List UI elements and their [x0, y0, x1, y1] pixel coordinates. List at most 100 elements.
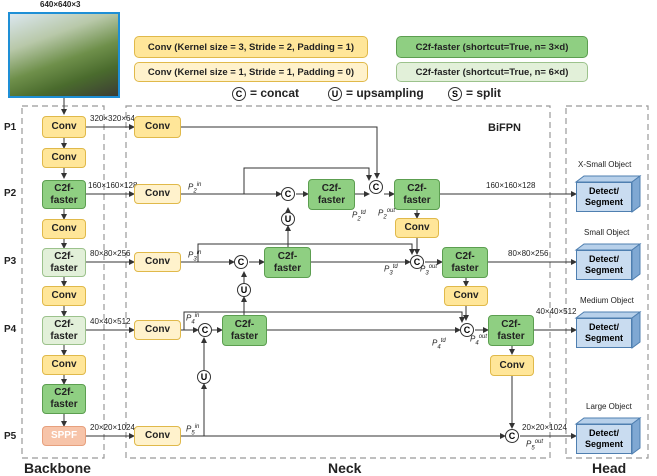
c2f-label-line2: faster: [50, 262, 78, 274]
input-image: [8, 12, 120, 98]
concat-node-p2td: C: [281, 187, 295, 201]
detect-label-line2: Segment: [584, 265, 623, 275]
dim-out-p5: 20×20×1024: [522, 423, 567, 432]
backbone-c2f-p3: C2f-faster: [42, 248, 86, 277]
pnode-p2out: P2out: [378, 208, 396, 221]
detect-label-line1: Detect/: [588, 186, 619, 196]
c2f-label-line2: faster: [273, 262, 302, 274]
backbone-conv-5: Conv: [42, 355, 86, 375]
level-label-p1: P1: [4, 122, 17, 133]
head-frame: [565, 105, 649, 459]
legend-concat-symbol: C: [232, 87, 246, 101]
c2f-label-line2: faster: [230, 330, 259, 342]
dim-p3: 80×80×256: [90, 249, 131, 258]
legend-split-text: = split: [466, 86, 502, 100]
pnode-p5out: P5out: [526, 439, 544, 452]
c2f-label-line2: faster: [50, 194, 78, 206]
concat-node-p3out: C: [410, 255, 424, 269]
head-title-large: Large Object: [586, 402, 632, 411]
neck-c2f-p2out: C2f-faster: [394, 179, 440, 210]
neck-c2f-p4td: C2f-faster: [222, 315, 267, 346]
detect-label-line1: Detect/: [588, 428, 619, 438]
pnode-p3td: P3td: [384, 264, 398, 277]
detect-segment-large: Detect/Segment: [576, 424, 632, 454]
dim-out-p4: 40×40×512: [536, 307, 577, 316]
detect-label-line2: Segment: [584, 439, 623, 449]
upsample-node-p5: U: [197, 370, 211, 384]
pnode-p5in: P5in: [186, 424, 200, 437]
head-title-medium: Medium Object: [580, 296, 634, 305]
neck-c2f-p3td: C2f-faster: [264, 247, 311, 278]
detect-segment-medium: Detect/Segment: [576, 318, 632, 348]
neck-conv-down-p3: Conv: [444, 286, 488, 306]
concat-node-p5out: C: [505, 429, 519, 443]
pnode-p4in: P4in: [186, 313, 200, 326]
legend-upsampling-symbol: U: [328, 87, 342, 101]
dim-out-p3: 80×80×256: [508, 249, 549, 258]
backbone-sppf: SPPF: [42, 426, 86, 446]
pnode-p3out: P3out: [420, 264, 438, 277]
head-boxes: [574, 175, 642, 455]
neck-conv-p5: Conv: [134, 426, 181, 446]
c2f-label-line1: C2f-: [321, 182, 342, 194]
backbone-c2f-p5: C2f-faster: [42, 384, 86, 414]
section-title-backbone: Backbone: [24, 460, 91, 476]
c2f-label-line2: faster: [50, 330, 78, 342]
c2f-label-line1: C2f-: [54, 387, 74, 398]
pnode-p2in: P2in: [188, 182, 202, 195]
backbone-conv-3: Conv: [42, 219, 86, 239]
c2f-label-line1: C2f-: [407, 182, 427, 194]
concat-node-p4td: C: [198, 323, 212, 337]
head-title-xsmall: X-Small Object: [578, 160, 632, 169]
c2f-label-line1: C2f-: [277, 250, 298, 262]
neck-conv-p2: Conv: [134, 184, 181, 204]
concat-node-p4out: C: [460, 323, 474, 337]
detect-label-line1: Detect/: [588, 322, 619, 332]
neck-conv-p1: Conv: [134, 116, 181, 138]
upsample-node-p4: U: [237, 283, 251, 297]
legend-conv-k3: Conv (Kernel size = 3, Stride = 2, Paddi…: [134, 36, 368, 58]
dim-p4: 40×40×512: [90, 317, 131, 326]
backbone-c2f-p4: C2f-faster: [42, 316, 86, 345]
c2f-label-line2: faster: [403, 194, 431, 206]
neck-c2f-p2td: C2f-faster: [308, 179, 355, 210]
neck-conv-p4: Conv: [134, 320, 181, 340]
neck-c2f-p3out: C2f-faster: [442, 247, 488, 278]
detect-label-line2: Segment: [584, 197, 623, 207]
dim-p1: 320×320×64: [90, 114, 135, 123]
legend-conv-k1: Conv (Kernel size = 1, Stride = 1, Paddi…: [134, 62, 368, 82]
backbone-c2f-p2: C2f-faster: [42, 180, 86, 209]
c2f-label-line2: faster: [451, 262, 479, 274]
detect-segment-small: Detect/Segment: [576, 250, 632, 280]
neck-frame: [125, 105, 551, 459]
section-title-head: Head: [592, 460, 627, 476]
dim-out-p2: 160×160×128: [486, 181, 536, 190]
dim-p2: 160×160×128: [88, 181, 138, 190]
c2f-label-line1: C2f-: [501, 318, 521, 330]
neck-conv-down-p4: Conv: [490, 355, 534, 376]
backbone-frame: [21, 105, 105, 459]
c2f-label-line1: C2f-: [54, 318, 74, 330]
concat-node-p2out: C: [369, 180, 383, 194]
section-title-neck: Neck: [328, 460, 362, 476]
pnode-p3in: P3in: [188, 250, 202, 263]
neck-conv-p3: Conv: [134, 252, 181, 272]
c2f-label-line2: faster: [317, 194, 346, 206]
level-label-p3: P3: [4, 256, 17, 267]
legend-split-symbol: S: [448, 87, 462, 101]
pnode-p4out: P4out: [470, 334, 488, 347]
level-label-p5: P5: [4, 431, 17, 442]
neck-conv-down-p2: Conv: [395, 218, 439, 238]
legend-upsampling-text: = upsampling: [346, 86, 424, 100]
c2f-label-line1: C2f-: [54, 250, 74, 262]
dim-p5: 20×20×1024: [90, 423, 135, 432]
backbone-conv-1: Conv: [42, 116, 86, 138]
c2f-label-line1: C2f-: [234, 318, 255, 330]
detect-label-line2: Segment: [584, 333, 623, 343]
concat-node-p3td: C: [234, 255, 248, 269]
c2f-label-line2: faster: [50, 399, 78, 410]
c2f-label-line1: C2f-: [54, 182, 74, 194]
legend-c2f-n3: C2f-faster (shortcut=True, n= 3×d): [396, 36, 588, 58]
